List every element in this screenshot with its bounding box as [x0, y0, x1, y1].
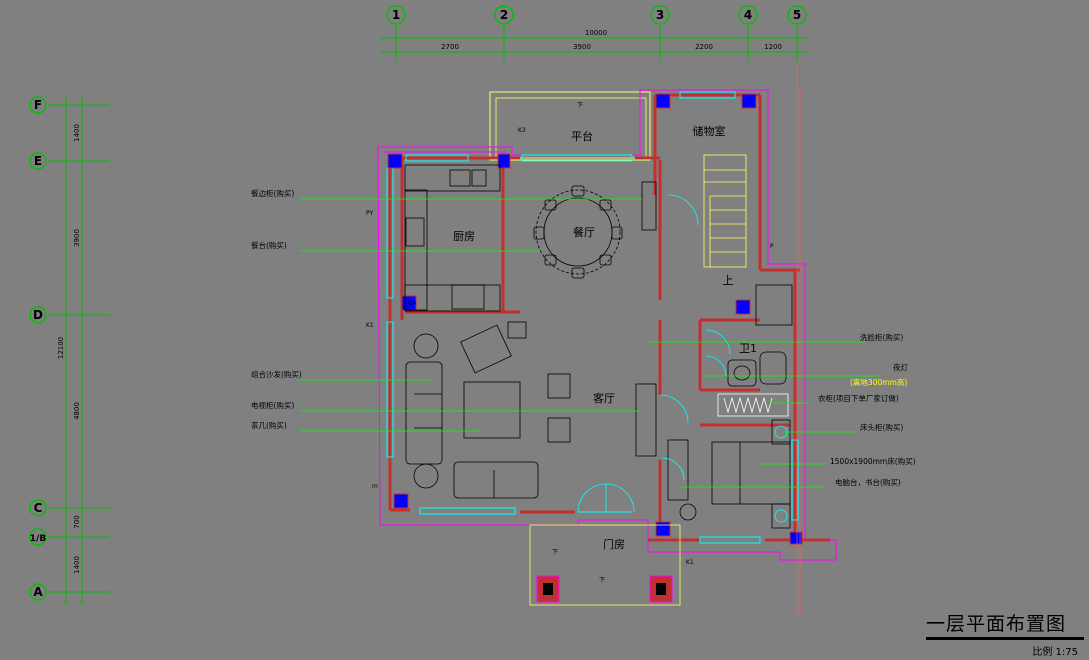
living-room: 客厅 K1 m	[366, 321, 657, 499]
dim-row-4: 700	[73, 515, 81, 528]
title-block: 一层平面布置图 比例 1:75	[926, 612, 1084, 658]
anno-dining-table: 餐台(购买)	[251, 240, 287, 250]
annotations: 餐边柜(购买) 餐台(购买) 组合沙发(购买) 电视柜(购买) 茶几(购买) 洗…	[251, 188, 916, 487]
k1-mark-porch: K1	[686, 559, 694, 566]
entry-down-mark: 下	[552, 549, 558, 556]
kitchen: 厨房 PY G4	[366, 164, 501, 312]
room-terrace: 平台	[571, 129, 593, 143]
axis-row-a: A	[33, 585, 43, 599]
axis-row-e: E	[34, 154, 42, 168]
dining-chairs	[533, 185, 623, 279]
room-storage: 储物室	[693, 124, 726, 138]
axis-row-c: C	[34, 501, 43, 515]
dim-row-2: 3900	[73, 229, 81, 247]
dim-row-1: 1400	[73, 124, 81, 142]
porch-down-mark: 下	[599, 577, 605, 584]
terrace-down-mark: 下	[577, 102, 583, 109]
room-bathroom: 卫1	[739, 342, 757, 355]
columns	[387, 93, 803, 545]
room-living: 客厅	[593, 391, 615, 405]
dim-span-2: 3900	[573, 43, 591, 51]
anno-night-light: 夜灯	[893, 362, 908, 372]
anno-tv-cabinet: 电视柜(购买)	[251, 400, 294, 410]
axis-row-f: F	[34, 98, 42, 112]
entry-doors	[577, 394, 689, 513]
drawing-title: 一层平面布置图	[926, 612, 1084, 640]
m-mark-left: m	[372, 483, 378, 490]
stair-up-label: 上	[723, 274, 734, 287]
p-mark: P	[770, 243, 774, 250]
anno-wardrobe: 衣柜(项目下单厂家订做)	[818, 393, 899, 403]
k3-mark: K3	[518, 127, 526, 134]
bedroom	[661, 393, 791, 529]
bathroom: 卫1 P	[705, 243, 793, 387]
windows	[386, 91, 799, 544]
room-dining: 餐厅	[573, 225, 595, 239]
room-entry: 门房	[603, 537, 625, 551]
dim-total-width: 10000	[585, 29, 607, 37]
c4-mark: G4	[408, 300, 417, 307]
column-axes: 1 2 3 4 5 10000 2700 3900 2200 1200	[380, 5, 810, 62]
anno-bed: 1500x1900mm床(购买)	[830, 456, 916, 466]
terrace: 平台 下 K3	[489, 91, 651, 161]
room-kitchen: 厨房	[453, 230, 475, 243]
anno-vanity: 洗脸柜(购买)	[860, 332, 903, 342]
leader-lines	[300, 198, 880, 488]
anno-sideboard: 餐边柜(购买)	[251, 188, 294, 198]
py-mark: PY	[366, 210, 373, 217]
dim-row-3: 4800	[73, 402, 81, 420]
dim-row-5: 1400	[73, 556, 81, 574]
dining: 餐厅	[533, 181, 657, 279]
walls	[388, 93, 830, 542]
row-axes: F E D C 1/B A 12100 1400 3900 4800 700 1…	[29, 95, 110, 605]
storage-stairs: 储物室 上	[667, 124, 747, 287]
drawing-scale: 比例 1:75	[1032, 647, 1078, 658]
axis-col-4: 4	[744, 8, 752, 22]
dim-total-depth: 12100	[57, 337, 65, 359]
axis-row-d: D	[33, 308, 43, 322]
anno-tea-table: 茶几(购买)	[251, 420, 287, 430]
anno-sofa: 组合沙发(购买)	[251, 369, 302, 379]
dim-span-4: 1200	[764, 43, 782, 51]
dim-span-3: 2200	[695, 43, 713, 51]
anno-bedside: 床头柜(购买)	[860, 422, 903, 432]
axis-col-2: 2	[500, 8, 508, 22]
dim-span-1: 2700	[441, 43, 459, 51]
entry-porch: 门房 下 下 K1	[529, 524, 694, 606]
right-grid	[796, 62, 801, 615]
outer-outline	[377, 89, 837, 561]
k1-mark: K1	[366, 322, 374, 329]
anno-desk: 电脑台，书台(购买)	[835, 477, 901, 487]
anno-night-light-note: (离地300mm高)	[850, 377, 907, 387]
axis-col-3: 3	[656, 8, 664, 22]
axis-col-1: 1	[392, 8, 400, 22]
axis-row-1b: 1/B	[30, 534, 47, 544]
axis-col-5: 5	[793, 8, 801, 22]
